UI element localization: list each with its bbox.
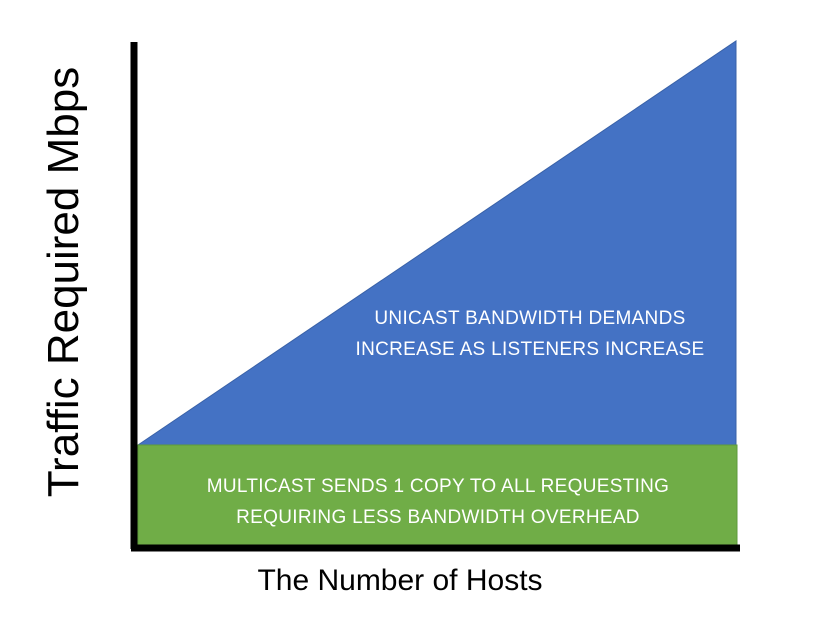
unicast-region: [136, 40, 737, 446]
unicast-text-line1: UNICAST BANDWIDTH DEMANDS: [374, 308, 685, 329]
multicast-region: [137, 444, 738, 546]
multicast-text-line1: MULTICAST SENDS 1 COPY TO ALL REQUESTING: [207, 476, 670, 497]
x-axis-label: The Number of Hosts: [257, 564, 542, 597]
unicast-text-line2: INCREASE AS LISTENERS INCREASE: [356, 339, 705, 360]
y-axis-label: Traffic Required Mbps: [39, 67, 88, 497]
multicast-text-line2: REQUIRING LESS BANDWIDTH OVERHEAD: [236, 507, 640, 528]
